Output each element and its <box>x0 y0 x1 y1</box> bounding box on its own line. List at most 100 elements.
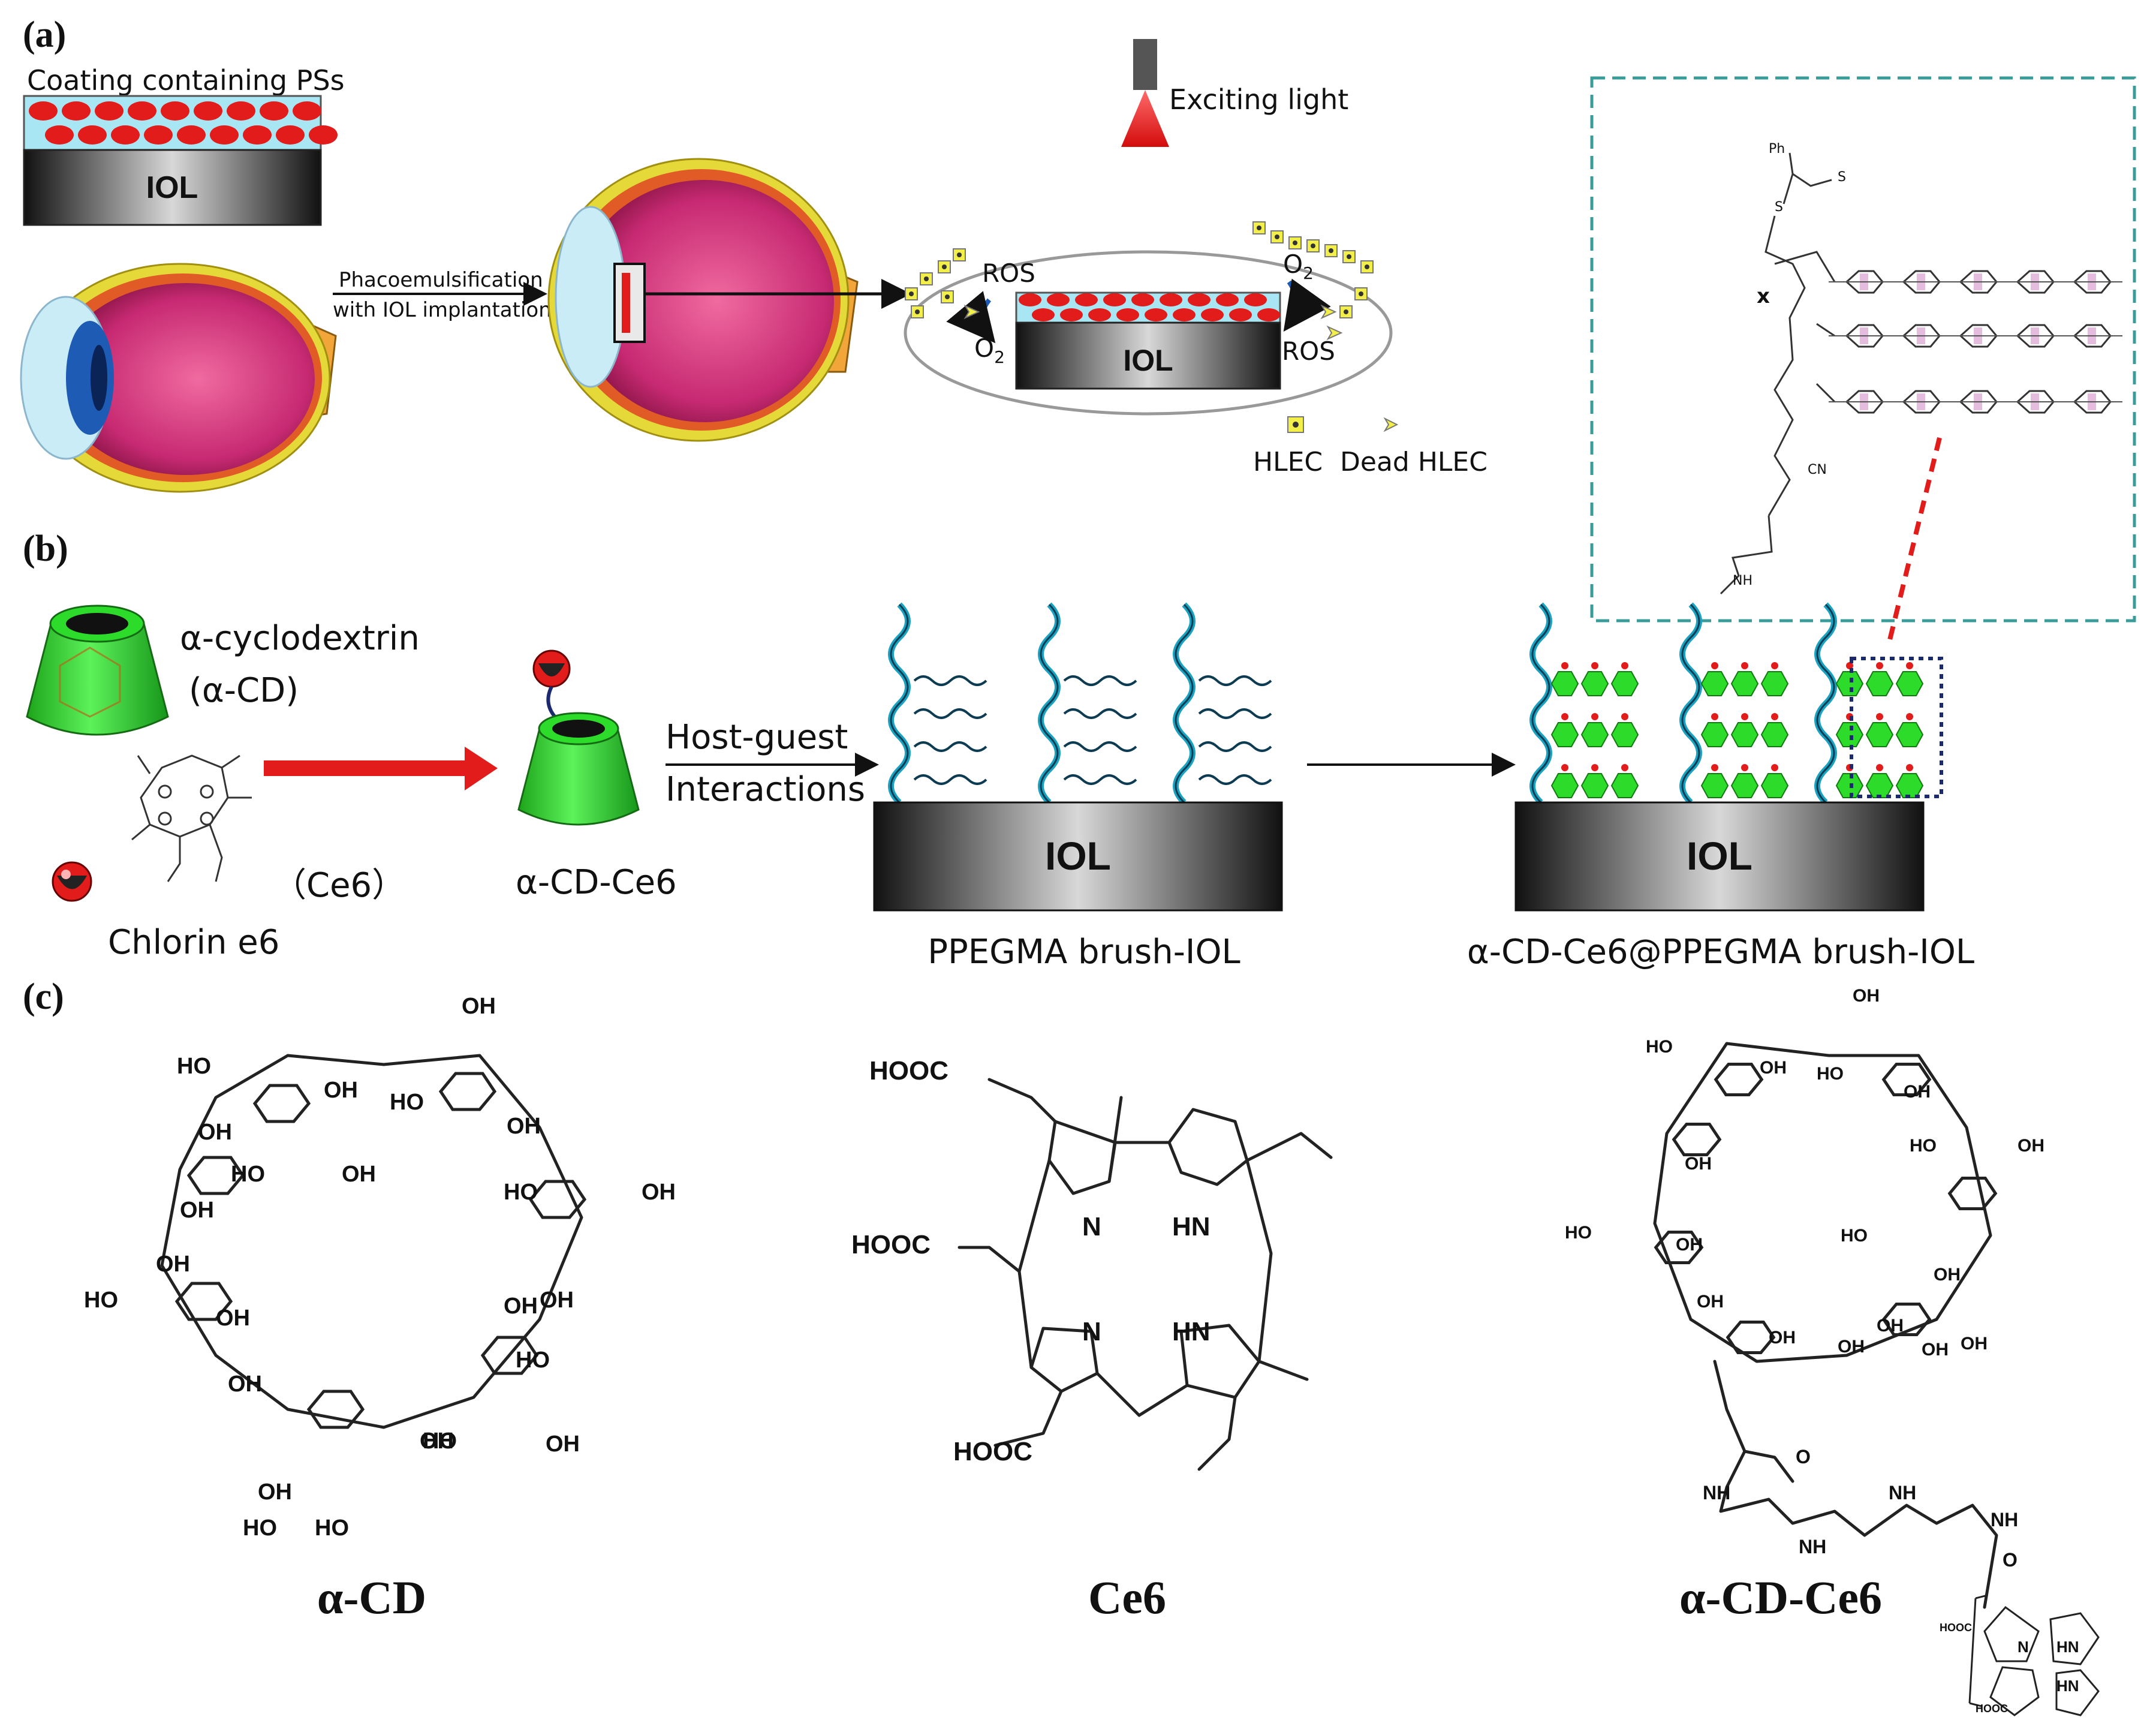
cdce6-oh-label: OH <box>1904 1082 1931 1102</box>
cdce6-oh-label: HO <box>1565 1223 1592 1243</box>
ce6-dot <box>1561 662 1568 669</box>
cdce6-o1: O <box>1796 1446 1811 1468</box>
cdce6-hooc-b: HOOC <box>1976 1703 2008 1715</box>
ps-dot <box>260 101 288 121</box>
hlec-nucleus <box>1344 309 1348 314</box>
cd-oh-label: OH <box>198 1120 232 1145</box>
glucose-ring <box>1714 1063 1764 1096</box>
cd-oh-label: OH <box>228 1372 262 1397</box>
glucose-ring <box>252 1084 311 1123</box>
brush-name: PPEGMA brush-IOL <box>928 933 1240 972</box>
hlec-nucleus <box>945 294 950 299</box>
polymer-brushes-loaded <box>1529 602 1837 805</box>
cd-oh-label: HO <box>423 1429 457 1454</box>
ps-dot <box>177 125 206 145</box>
ce6-dot <box>1876 764 1883 771</box>
cd-oh-label: HO <box>504 1180 538 1205</box>
ps-dot <box>1116 308 1139 321</box>
cdce6-oh-label: OH <box>1853 986 1880 1006</box>
cd-ring-green <box>1580 722 1609 747</box>
cd-oh-label: HO <box>315 1515 349 1541</box>
host-guest-line2: Interactions <box>666 770 865 809</box>
glucose-ring <box>306 1390 365 1429</box>
brush-chain-core <box>1040 603 1059 804</box>
cd-ring-green <box>1550 773 1579 798</box>
ps-dot <box>161 101 189 121</box>
iol-label-1: IOL <box>1045 834 1111 878</box>
ps-dot <box>1060 308 1083 321</box>
cd-ring-green <box>1610 722 1639 747</box>
cd-rings <box>1550 662 1924 798</box>
ps-dot <box>62 101 91 121</box>
cdce6-oh-label: HO <box>1841 1226 1868 1246</box>
cd-ring-green <box>1865 671 1894 696</box>
dead-hlec <box>1320 304 1337 320</box>
ps-dot <box>45 125 74 145</box>
cd-ring-green <box>1895 722 1924 747</box>
side-chain <box>913 708 987 719</box>
capsular-bag: IOL ROS ROS O2 O2 <box>904 221 1393 416</box>
cd-ring-green <box>1760 773 1789 798</box>
ps-dot <box>227 101 255 121</box>
ce6-dot <box>1711 764 1718 771</box>
ps-dot <box>276 125 305 145</box>
eye-before-implantation <box>20 263 337 493</box>
cd-oh-label: HO <box>177 1054 211 1079</box>
cdce6-oh-label: HO <box>1910 1136 1937 1156</box>
cdce6-nh4: NH <box>1991 1509 2018 1530</box>
iol-label: IOL <box>146 170 198 205</box>
cd-ring-green <box>1895 773 1924 798</box>
ps-dot <box>1075 293 1098 306</box>
inset-cn: CN <box>1808 462 1827 477</box>
ps-dot <box>1131 293 1154 306</box>
cd-oh-label: OH <box>324 1078 358 1103</box>
ce6-dot <box>1741 764 1748 771</box>
cdce6-oh-label: OH <box>1922 1340 1949 1360</box>
hlec-nucleus <box>1293 240 1297 245</box>
ps-dot <box>1188 293 1211 306</box>
cdce6-oh-label: OH <box>1685 1154 1712 1174</box>
inset-ph: Ph <box>1769 142 1785 157</box>
cdce6-oh-label: OH <box>1877 1316 1904 1336</box>
ps-dot <box>210 125 239 145</box>
ps-dot <box>111 125 140 145</box>
side-chain <box>1198 741 1272 752</box>
cell-legend: HLEC Dead HLEC <box>1253 416 1487 477</box>
cd-name-line2: (α-CD) <box>189 671 299 710</box>
ps-dot <box>1229 308 1252 321</box>
brush-chain-core <box>1531 603 1550 804</box>
cd-ring-green <box>1700 722 1729 747</box>
inset-pointer <box>1886 437 1942 645</box>
polymer-brushes <box>888 602 1272 805</box>
ps-dot <box>128 101 156 121</box>
cd-ring-green <box>1610 671 1639 696</box>
cd-ring-green <box>1730 722 1759 747</box>
cd-ring-green <box>1550 722 1579 747</box>
ce6-dot <box>1591 662 1598 669</box>
cdce6-porphyrin: N HN HN HOOC HOOC <box>1940 1594 2100 1716</box>
cd-oh-label: OH <box>507 1114 541 1139</box>
ce6-dot <box>1906 764 1913 771</box>
ce6-abbrev: （Ce6） <box>273 866 405 905</box>
inset-s2: S <box>1775 200 1783 215</box>
exciting-light-label: Exciting light <box>1169 83 1348 116</box>
alpha-cd-ce6-cone: α-CD-Ce6 <box>516 649 677 902</box>
panel-b-letter: (b) <box>23 528 68 569</box>
hlec-nucleus <box>1359 291 1363 296</box>
iol-label-2: IOL <box>1687 834 1752 878</box>
ce6-dot <box>1621 713 1628 720</box>
legend-dead-hlec: Dead HLEC <box>1340 447 1487 477</box>
cdce6-hooc-a: HOOC <box>1940 1622 1972 1634</box>
conjugate-name: α-CD-Ce6 <box>516 863 677 902</box>
ps-dot <box>29 101 58 121</box>
cd-ring-green <box>1835 671 1864 696</box>
inset-s1: S <box>1838 170 1846 185</box>
ce6-hn2: HN <box>1172 1317 1211 1346</box>
glucose-ring <box>528 1180 587 1219</box>
ps-dot <box>309 125 338 145</box>
side-chain <box>1063 675 1137 686</box>
ce6-dot <box>1561 713 1568 720</box>
ps-dot <box>1201 308 1224 321</box>
bag-iol-label: IOL <box>1123 344 1173 377</box>
ps-dot <box>1145 308 1167 321</box>
